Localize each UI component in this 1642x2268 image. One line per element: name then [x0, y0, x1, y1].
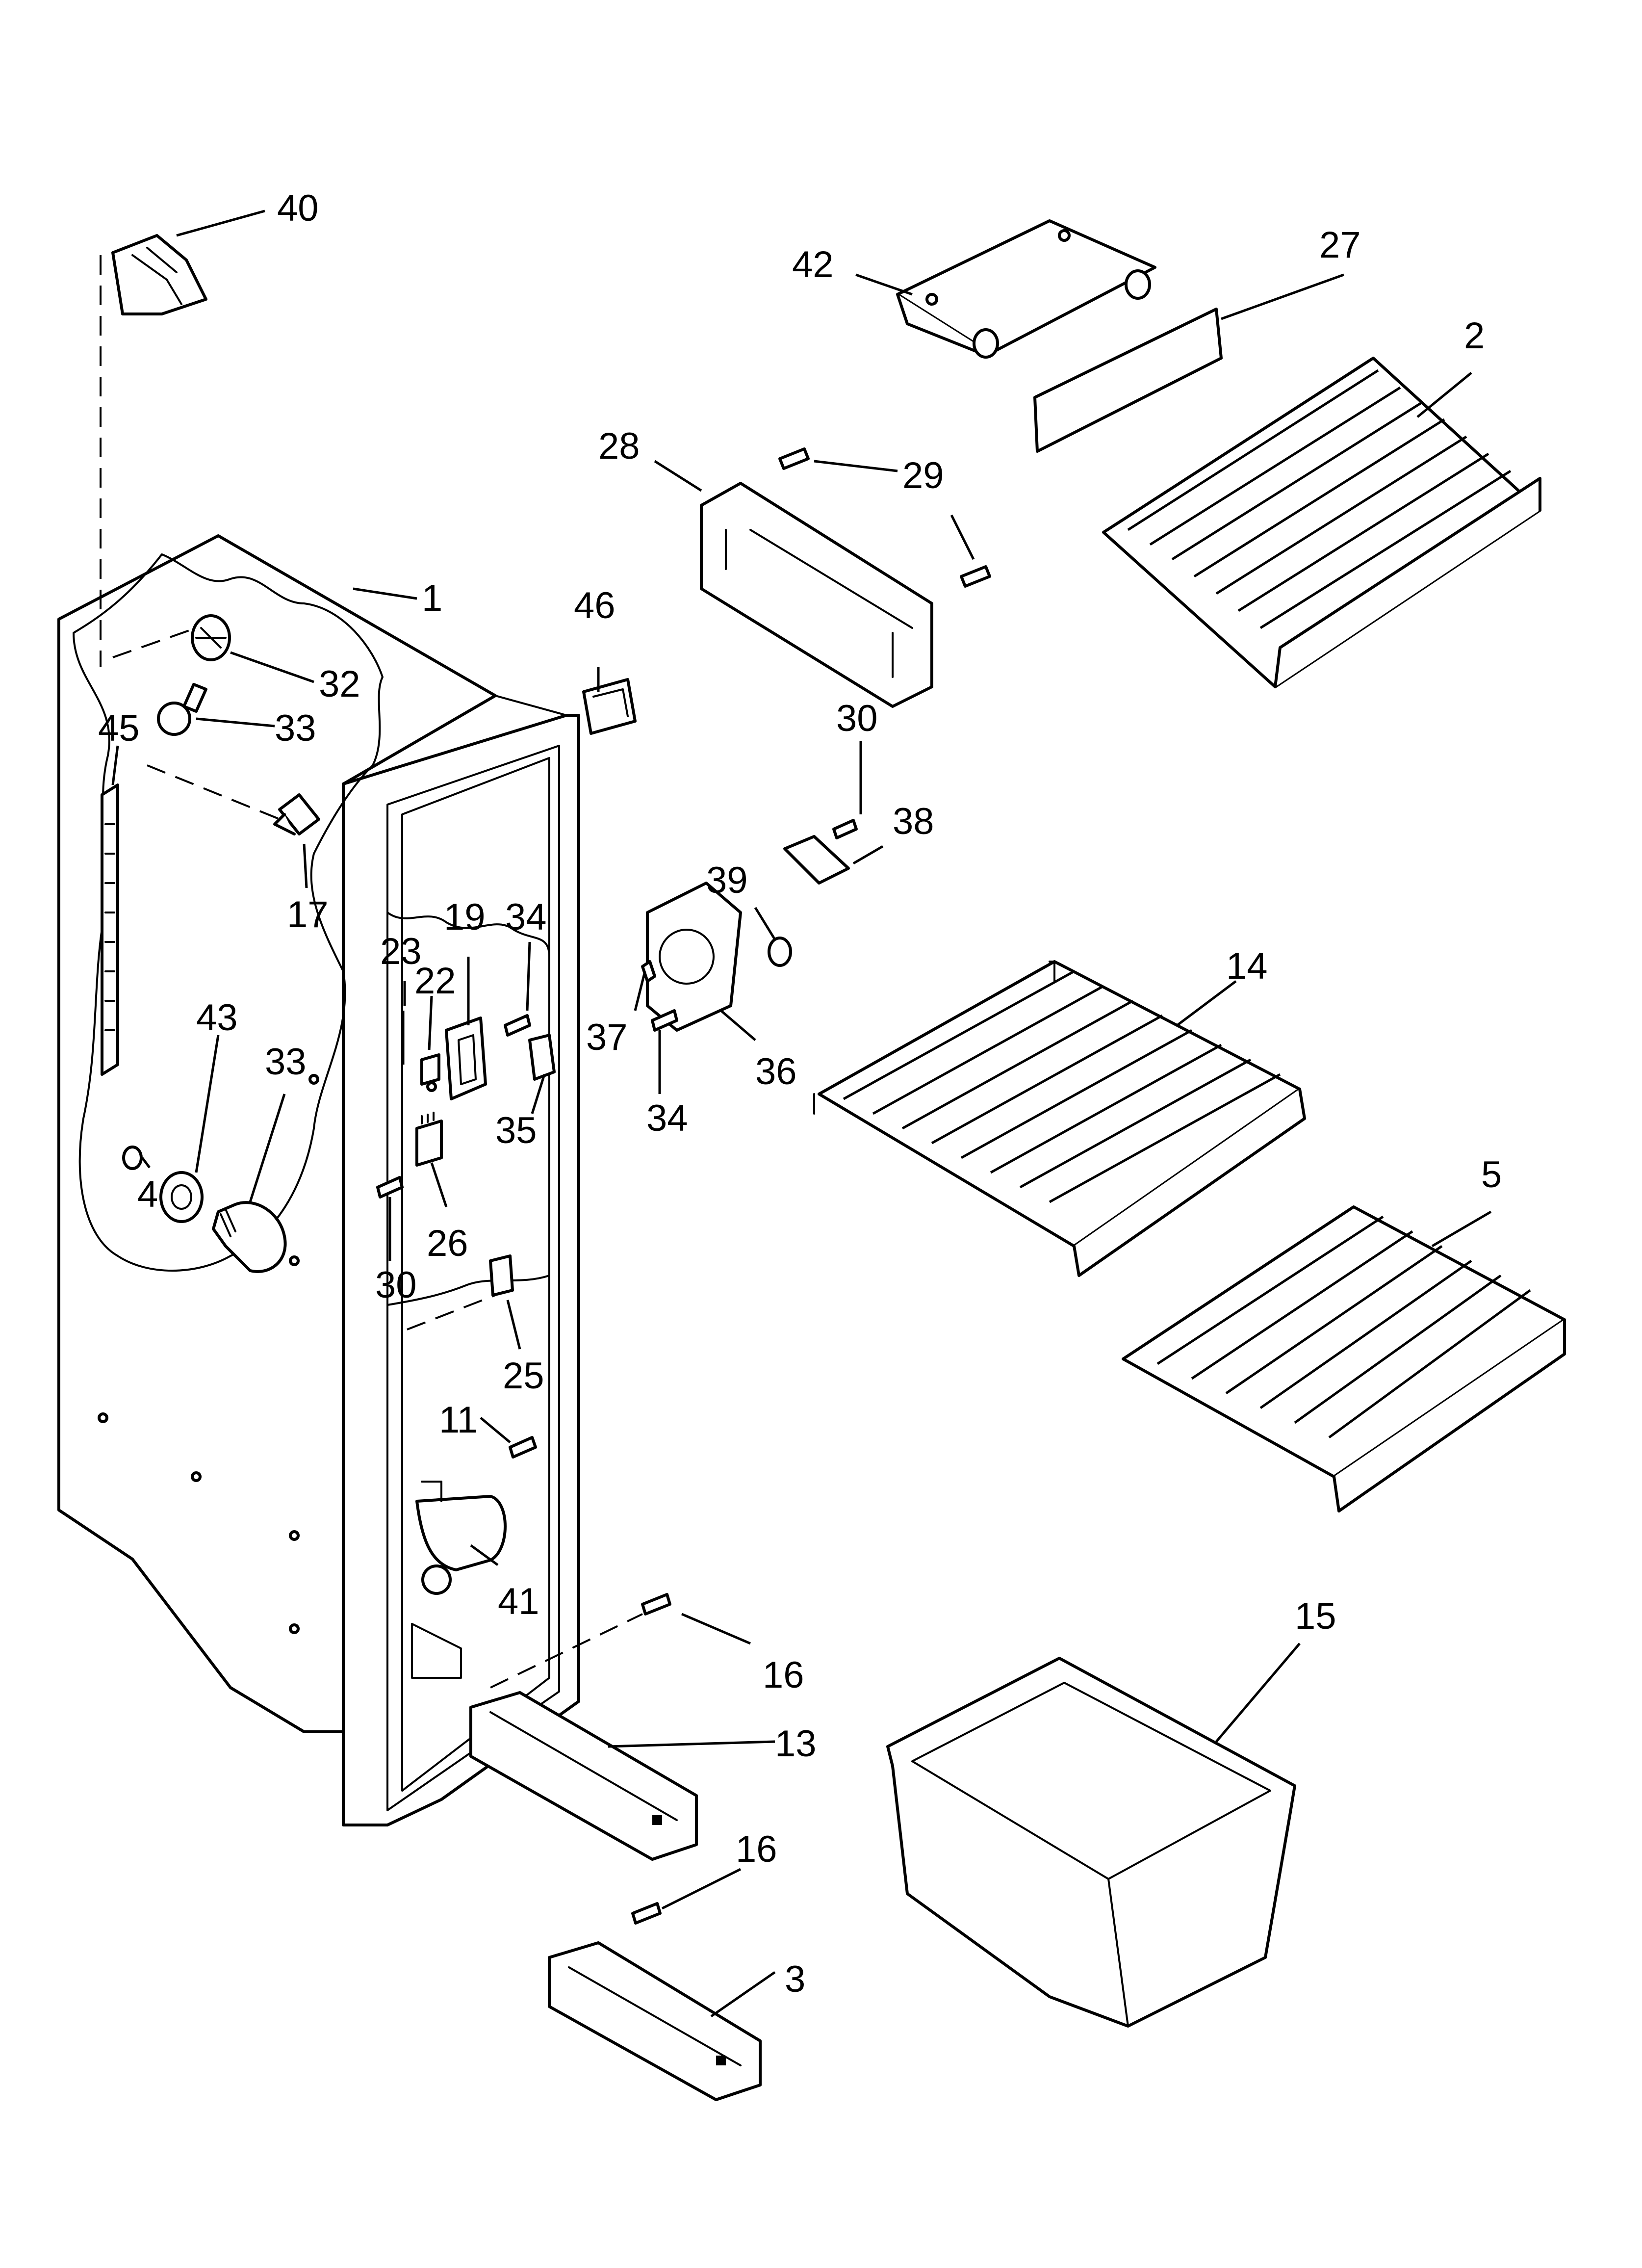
callout-36: 36 — [755, 1051, 797, 1093]
part-32-lamp-socket — [191, 614, 231, 661]
part-2-wire-shelf — [1102, 357, 1541, 688]
part-16-screw-upper — [641, 1593, 671, 1616]
part-42-top-bracket — [896, 219, 1156, 359]
part-26-control-board — [415, 1112, 443, 1167]
part-33-light-bulb-lower — [212, 1201, 287, 1273]
part-17-clip — [273, 793, 320, 835]
callout-33-lower: 33 — [265, 1041, 307, 1083]
part-34-screw-housing — [651, 1009, 678, 1032]
part-37-clip — [641, 960, 656, 983]
callout-17: 17 — [287, 894, 329, 936]
part-19-switch-housing — [445, 1017, 487, 1100]
callout-26: 26 — [427, 1223, 468, 1264]
part-40-hinge-cover — [111, 234, 207, 315]
callout-leaders — [111, 209, 1492, 2018]
callout-35: 35 — [495, 1110, 537, 1151]
callout-39: 39 — [706, 860, 748, 901]
part-39-screw — [768, 937, 792, 967]
callout-28: 28 — [598, 425, 640, 467]
part-13-trim — [469, 1691, 698, 1861]
part-45-rail — [101, 783, 119, 1076]
callout-5: 5 — [1481, 1154, 1502, 1196]
part-46-bracket — [582, 678, 637, 735]
callout-38: 38 — [893, 801, 934, 842]
callout-1: 1 — [422, 577, 442, 619]
callout-46: 46 — [574, 585, 616, 626]
callout-42: 42 — [792, 244, 834, 286]
callout-25: 25 — [503, 1355, 544, 1397]
callout-37: 37 — [586, 1017, 628, 1058]
part-27-cover-plate — [1033, 308, 1223, 453]
part-29-screw-upper — [778, 447, 810, 470]
callout-15: 15 — [1295, 1595, 1336, 1637]
part-38-board — [783, 835, 850, 885]
part-29-screw-lower — [960, 565, 991, 588]
callout-22: 22 — [414, 960, 456, 1002]
callout-11: 11 — [439, 1399, 478, 1441]
part-28-bracket — [700, 482, 933, 708]
callout-23: 23 — [380, 931, 422, 972]
callout-30-lower: 30 — [375, 1264, 417, 1306]
part-22-bracket — [420, 1053, 440, 1092]
callout-30-upper: 30 — [836, 698, 878, 739]
callout-16-lower: 16 — [736, 1828, 777, 1870]
part-16-screw-lower — [631, 1902, 662, 1925]
part-35-clip — [528, 1034, 556, 1081]
callout-32: 32 — [319, 663, 360, 705]
part-36-housing — [646, 882, 742, 1032]
part-15-bin — [886, 1657, 1296, 2028]
part-33-light-bulb-upper — [157, 683, 207, 736]
callout-40: 40 — [277, 187, 319, 229]
part-3-trim — [548, 1941, 762, 2101]
callout-4: 4 — [137, 1173, 158, 1215]
part-4-screw — [122, 1146, 143, 1170]
part-25-switch — [489, 1254, 514, 1297]
callout-43: 43 — [196, 997, 238, 1039]
callout-45: 45 — [98, 707, 140, 749]
callout-13: 13 — [775, 1723, 817, 1765]
part-30-screw-upper — [832, 819, 858, 839]
callout-16-upper: 16 — [763, 1654, 804, 1696]
part-34-screw-upper — [504, 1014, 531, 1037]
callout-labels: 40 42 27 2 28 29 1 46 32 33 45 17 30 38 … — [98, 187, 1502, 2000]
liner-cabinet — [57, 534, 580, 1826]
callout-34-upper: 34 — [505, 896, 547, 938]
part-11-screw — [509, 1436, 537, 1459]
callout-41: 41 — [498, 1581, 539, 1622]
callout-19: 19 — [444, 896, 486, 938]
callout-3: 3 — [785, 1958, 805, 2000]
callout-29: 29 — [902, 455, 944, 496]
part-14-shelf — [813, 960, 1306, 1277]
part-5-wire-shelf — [1122, 1205, 1566, 1512]
part-30-screw-lower — [376, 1176, 404, 1199]
callout-34-lower: 34 — [646, 1097, 688, 1139]
callout-33-upper: 33 — [275, 707, 316, 749]
part-43-lamp-socket — [159, 1171, 204, 1223]
callout-2: 2 — [1464, 315, 1485, 357]
callout-14: 14 — [1226, 945, 1268, 987]
callout-27: 27 — [1319, 224, 1361, 266]
